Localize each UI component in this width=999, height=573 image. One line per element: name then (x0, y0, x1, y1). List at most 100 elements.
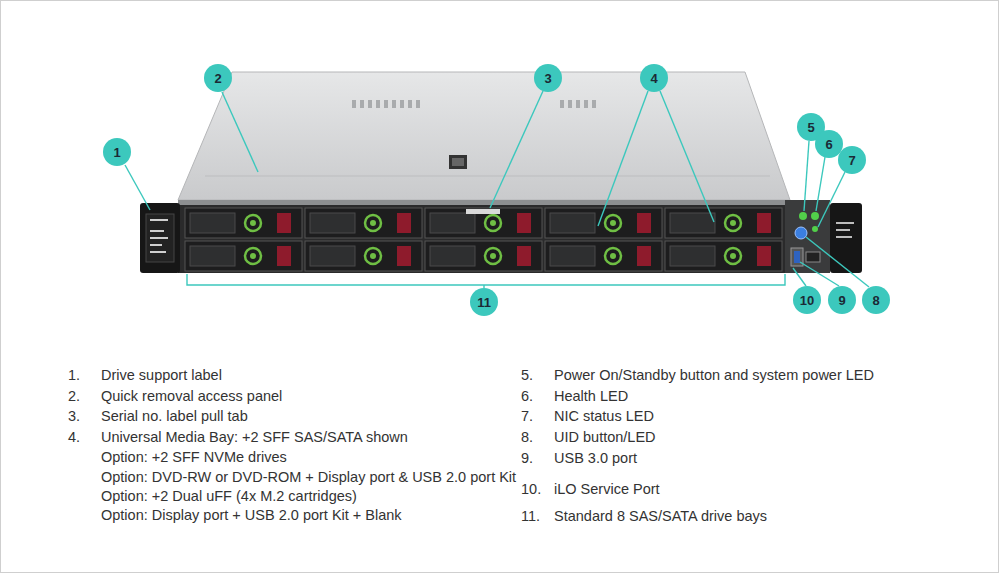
drive-led-ring (365, 248, 381, 264)
drive-latch (757, 246, 771, 266)
ilo-port (806, 252, 820, 262)
serial-pull-tab (466, 209, 500, 214)
label-print (150, 219, 168, 253)
panel-seam (205, 176, 770, 177)
drive-led-ring (365, 215, 381, 231)
drive-led-ring (245, 215, 261, 231)
drive-bay (185, 208, 302, 238)
drive-led-ring (725, 248, 741, 264)
drive-led (370, 253, 376, 259)
callout-number: 10 (793, 286, 821, 314)
list-number: 2. (68, 386, 80, 406)
drive-grille (310, 213, 355, 233)
drive-led (490, 253, 496, 259)
drive-latch (517, 246, 531, 266)
list-text: USB 3.0 port (554, 448, 637, 468)
list-number: 6. (521, 386, 533, 406)
control-panel (785, 200, 830, 273)
drive-led-ring (605, 215, 621, 231)
list-number: 4. (68, 427, 80, 447)
drive-bay (545, 241, 662, 271)
drive-led (610, 220, 616, 226)
leader-lines (125, 91, 869, 288)
list-text: Power On/Standby button and system power… (554, 365, 874, 385)
drive-led-ring (605, 248, 621, 264)
list-text: Standard 8 SAS/SATA drive bays (554, 506, 767, 526)
list-number: 11. (521, 506, 540, 526)
callout-number-text: 4 (650, 72, 657, 85)
drive-latch (277, 246, 291, 266)
list-number: 9. (521, 448, 533, 468)
callout-number: 4 (640, 64, 668, 92)
left-ear (140, 203, 180, 273)
drive-grille (550, 246, 595, 266)
list-number: 10. (521, 479, 541, 499)
vents (352, 100, 596, 108)
list-text: Health LED (554, 386, 628, 406)
drive-grille (430, 213, 475, 233)
callout-number-text: 3 (544, 72, 551, 85)
callout-number-text: 6 (825, 138, 832, 151)
nic-led (812, 226, 818, 232)
usb-tongue (794, 251, 800, 263)
front-bezel (178, 200, 790, 273)
callout-number-text: 9 (838, 294, 845, 307)
list-text: Option: DVD-RW or DVD-ROM + Display port… (101, 467, 516, 487)
drive-led (250, 220, 256, 226)
drive-grille (310, 246, 355, 266)
drive-bay (185, 241, 302, 271)
chassis-top (178, 72, 790, 200)
right-ear (830, 203, 862, 273)
callout-number: 2 (204, 64, 232, 92)
drive-support-label (146, 214, 174, 262)
power-led (799, 212, 807, 220)
drive-grille (190, 246, 235, 266)
list-text: Quick removal access panel (101, 386, 282, 406)
drive-latch (397, 213, 411, 233)
callout-number: 7 (838, 146, 866, 174)
drive-led (490, 220, 496, 226)
callout-number-text: 2 (214, 72, 221, 85)
callout-number: 9 (828, 286, 856, 314)
list-text: iLO Service Port (554, 479, 660, 499)
drive-latch (277, 213, 291, 233)
drive-grille (670, 213, 715, 233)
list-text: Universal Media Bay: +2 SFF SAS/SATA sho… (101, 427, 408, 447)
list-text: UID button/LED (554, 427, 656, 447)
drive-bay (665, 241, 782, 271)
health-led (811, 212, 819, 220)
list-text: Serial no. label pull tab (101, 406, 248, 426)
drive-bay (665, 208, 782, 238)
drive-led (730, 253, 736, 259)
callout-number: 1 (103, 138, 131, 166)
drive-bay (425, 208, 542, 238)
list-text: Option: +2 Dual uFF (4x M.2 cartridges) (101, 486, 357, 506)
ear-print (836, 222, 854, 238)
list-number: 7. (521, 406, 533, 426)
top-latch (449, 155, 467, 169)
list-text: Option: +2 SFF NVMe drives (101, 447, 287, 467)
drive-led (610, 253, 616, 259)
list-number: 1. (68, 365, 80, 385)
callout-number-text: 11 (477, 296, 491, 309)
drive-bay (425, 241, 542, 271)
list-number: 5. (521, 365, 533, 385)
list-text: Drive support label (101, 365, 222, 385)
drive-led-ring (725, 215, 741, 231)
drive-bays (185, 208, 782, 271)
drive-grille (190, 213, 235, 233)
callout-number-text: 10 (800, 294, 814, 307)
top-latch-inner (452, 158, 464, 166)
uid-button (795, 227, 807, 239)
drive-bay (305, 208, 422, 238)
list-number: 8. (521, 427, 533, 447)
bezel-lip (178, 200, 790, 205)
callout-number-text: 8 (872, 294, 879, 307)
drive-grille (430, 246, 475, 266)
callout-number: 8 (862, 286, 890, 314)
drive-latch (397, 246, 411, 266)
drive-latch (637, 213, 651, 233)
callout-number-text: 1 (113, 146, 120, 159)
